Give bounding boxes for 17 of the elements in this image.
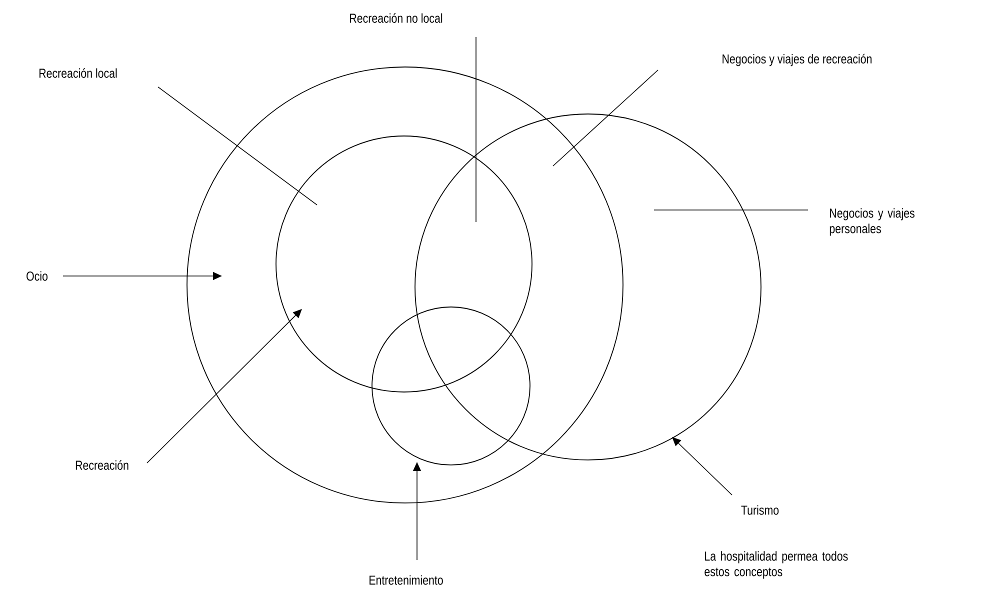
circle bbox=[372, 306, 530, 466]
arrow bbox=[146, 309, 302, 464]
leader-label: Entretenimiento bbox=[370, 575, 443, 585]
leader-label: Recreación bbox=[76, 460, 128, 470]
leader-label: Recreación no local bbox=[350, 13, 442, 23]
leader-line bbox=[158, 86, 318, 206]
note: La hospitalidad permea todos estos conceptos bbox=[704, 551, 848, 579]
leader-label: Negocios y viajes de recreación bbox=[722, 54, 872, 66]
leader-label: Negocios y viajes personales bbox=[830, 208, 914, 236]
leader-label: Turismo bbox=[741, 505, 779, 515]
circle bbox=[414, 114, 762, 460]
circle bbox=[186, 66, 624, 504]
leader-label: Recreación local bbox=[39, 68, 117, 78]
circle bbox=[276, 136, 532, 392]
arrow bbox=[672, 437, 732, 496]
leader-label: Ocio bbox=[26, 271, 48, 281]
leader-line bbox=[552, 70, 658, 166]
